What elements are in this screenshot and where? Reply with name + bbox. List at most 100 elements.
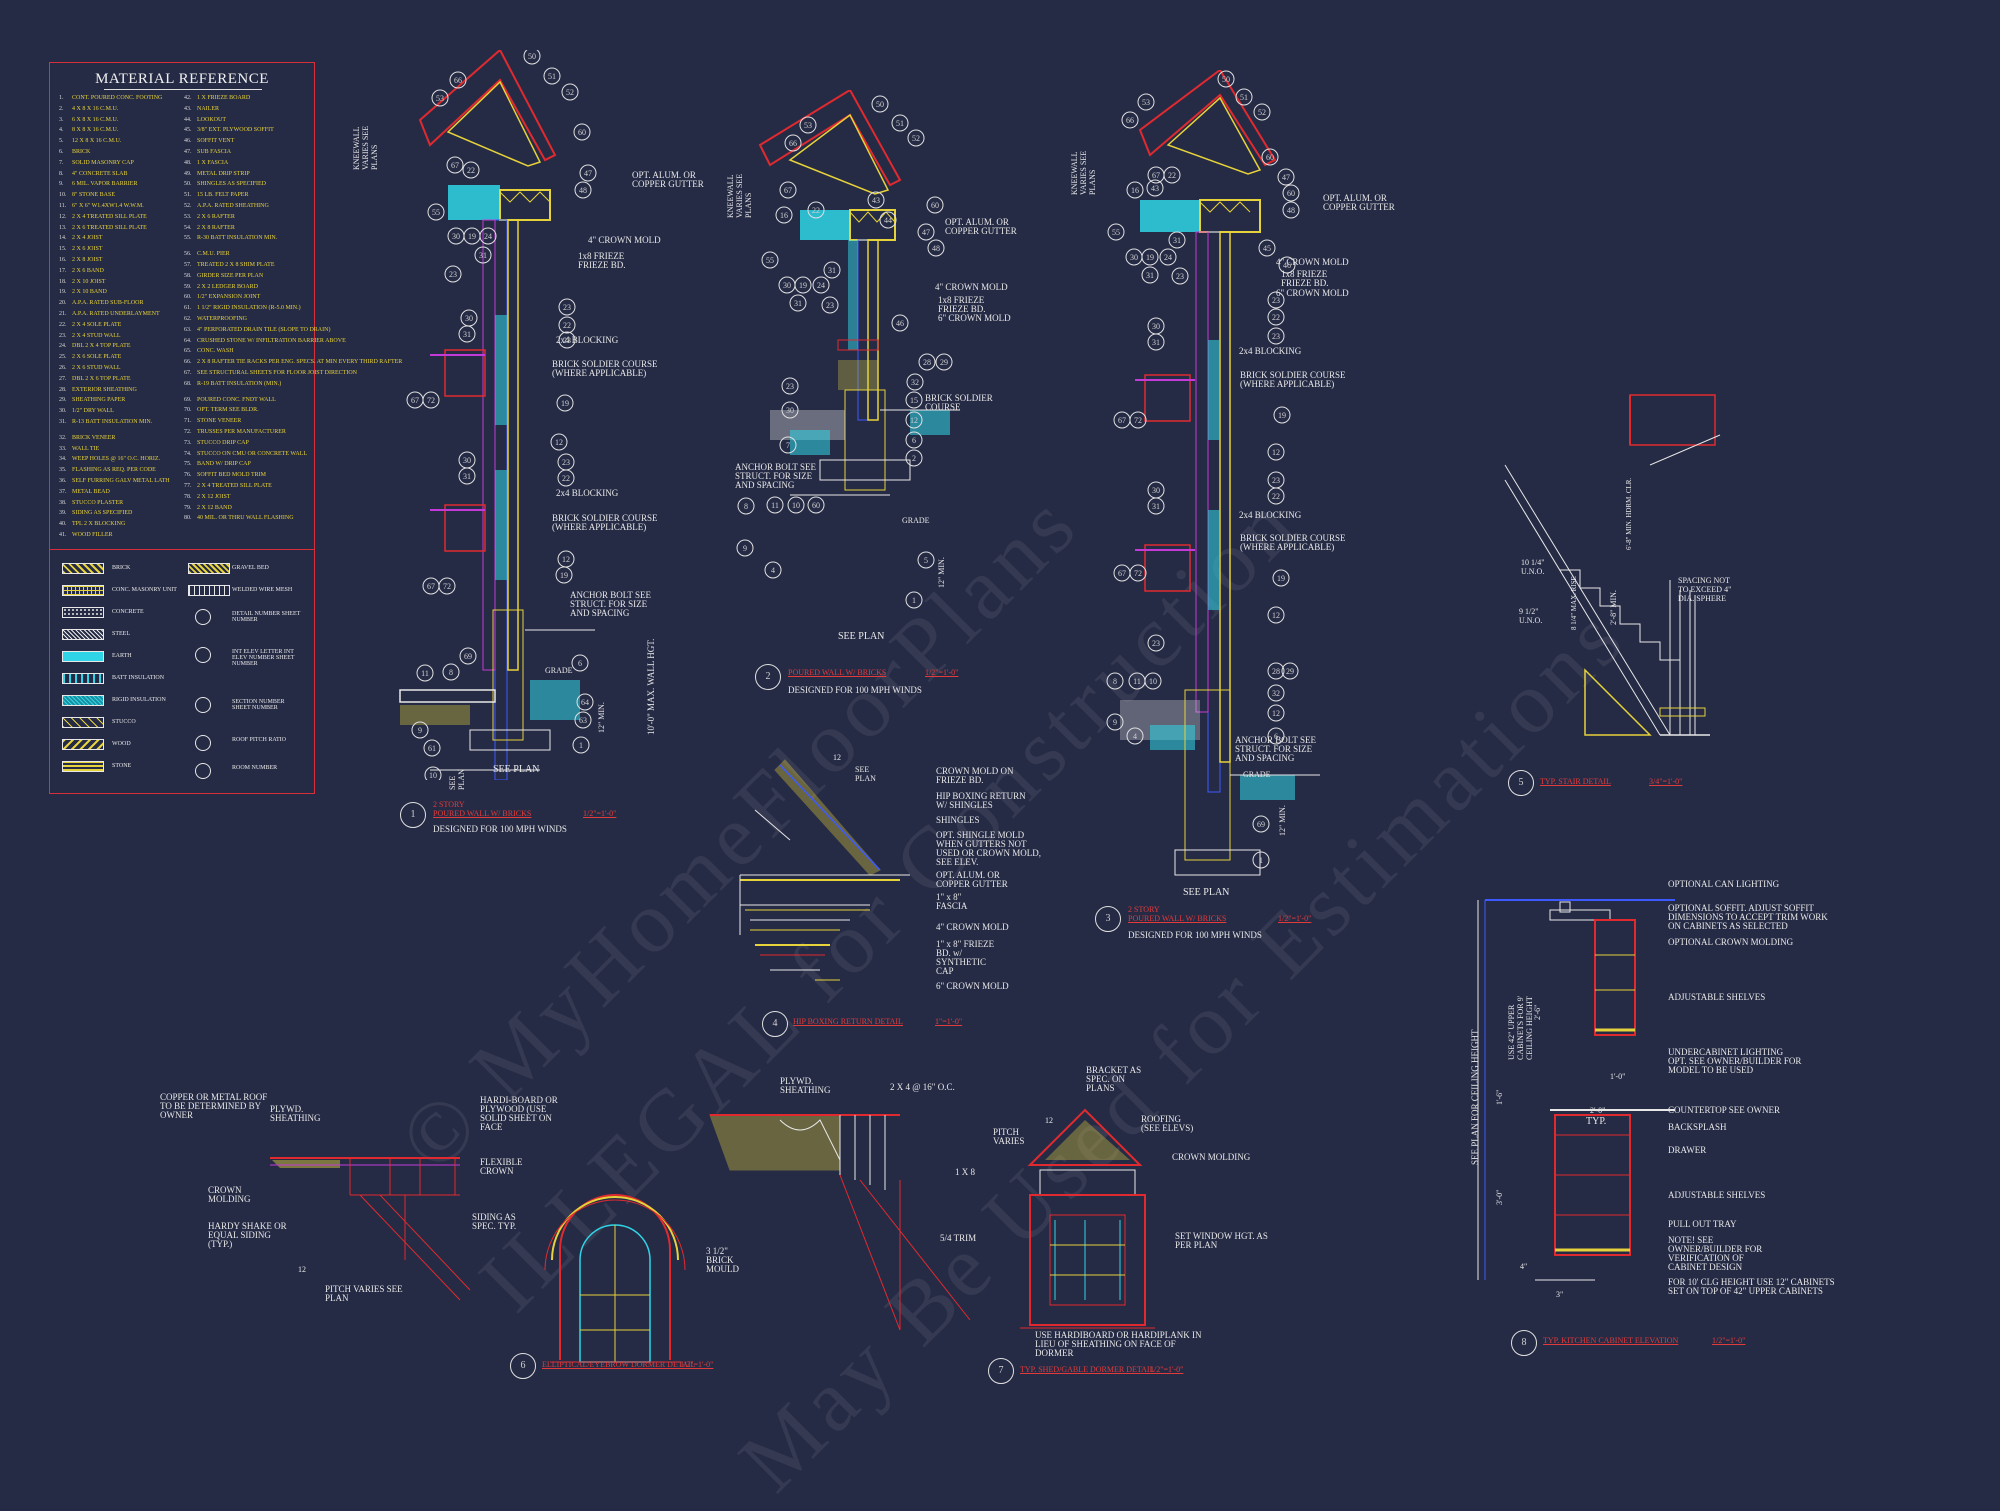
svg-text:23: 23 (1272, 296, 1280, 305)
d1-anchor-note: ANCHOR BOLT SEE STRUCT. FOR SIZE AND SPA… (570, 590, 652, 618)
svg-text:8: 8 (1113, 677, 1117, 686)
svg-text:23: 23 (826, 301, 834, 310)
d1-title-line2: POURED WALL W/ BRICKS (433, 809, 532, 818)
svg-text:6: 6 (912, 436, 916, 445)
d3-gutter-note: OPT. ALUM. OR COPPER GUTTER (1323, 193, 1395, 212)
svg-text:24: 24 (484, 232, 492, 241)
legend-label: EARTH (112, 653, 132, 659)
d3-crown-note: 4" CROWN MOLD (1276, 257, 1349, 267)
svg-text:31: 31 (828, 266, 836, 275)
svg-text:46: 46 (1283, 261, 1291, 270)
svg-text:64: 64 (581, 698, 589, 707)
material-item: 43.NAILER (184, 105, 219, 112)
svg-text:30: 30 (783, 281, 791, 290)
svg-text:8: 8 (449, 668, 453, 677)
detail-7-gable-dormer (709, 1108, 1155, 1331)
legend-symbol (188, 563, 230, 574)
material-item: 38.STUCCO PLASTER (59, 499, 124, 506)
svg-text:43: 43 (1151, 184, 1159, 193)
svg-text:31: 31 (1173, 236, 1181, 245)
svg-text:23: 23 (1176, 272, 1184, 281)
legend-label: GRAVEL BED (232, 565, 269, 571)
svg-text:19: 19 (1277, 574, 1285, 583)
d3-frieze-note: 1x8 FRIEZE FRIEZE BD. (1281, 269, 1329, 288)
material-item: 72.TRUSSES PER MANUFACTURER (184, 429, 286, 435)
svg-text:67: 67 (784, 186, 792, 195)
svg-text:12: 12 (1272, 611, 1280, 620)
d5-title: TYP. STAIR DETAIL (1540, 777, 1611, 786)
svg-text:9: 9 (1113, 718, 1117, 727)
d7-hardiboard-note: USE HARDIBOARD OR HARDIPLANK IN LIEU OF … (1035, 1330, 1202, 1358)
material-reference-panel: MATERIAL REFERENCE 1.CONT. POURED CONC. … (49, 62, 402, 794)
svg-text:30: 30 (1152, 486, 1160, 495)
legend-label: STUCCO (112, 719, 136, 725)
d8-dim26: 2'-6" (1533, 1004, 1542, 1020)
svg-text:47: 47 (922, 228, 930, 237)
svg-text:30: 30 (1130, 253, 1138, 262)
d1-gutter-note: OPT. ALUM. OR COPPER GUTTER (632, 170, 704, 189)
d6-pitch-note: PITCH VARIES SEE PLAN (325, 1284, 403, 1303)
material-item: 56.C.M.U. PIER (184, 251, 230, 258)
svg-text:61: 61 (428, 744, 436, 753)
legend-label: WELDED WIRE MESH (232, 587, 293, 593)
d7-1x8-note: 1 X 8 (955, 1167, 975, 1177)
d5-run-note: 9 1/2" U.N.O. (1519, 607, 1543, 625)
svg-text:53: 53 (436, 94, 444, 103)
d6-pitch12: 12 (298, 1265, 306, 1274)
d7-pitch12: 12 (1045, 1116, 1053, 1125)
svg-text:72: 72 (427, 396, 435, 405)
svg-text:5: 5 (924, 556, 928, 565)
d7-window-note: SET WINDOW HGT. AS PER PLAN (1175, 1231, 1268, 1250)
d4-seeplan-note: SEE PLAN (855, 765, 876, 783)
svg-text:43: 43 (872, 196, 880, 205)
d1-seeplan-vertical: SEE PLAN (448, 769, 466, 790)
material-item: 22.2 X 4 SOLE PLATE (59, 321, 122, 328)
material-item: 53.2 X 6 RAFTER (184, 213, 235, 220)
d4-fascia-note: 1" x 8" FASCIA (936, 892, 968, 911)
d2-kneewall-note: KNEEWALL VARIES SEE PLANS (726, 173, 753, 218)
svg-text:22: 22 (563, 321, 571, 330)
material-item: 52.A.P.A. RATED SHEATHING (184, 203, 269, 209)
svg-text:4: 4 (1133, 732, 1137, 741)
d2-anchor-note: ANCHOR BOLT SEE STRUCT. FOR SIZE AND SPA… (735, 462, 817, 490)
d8-soffit-note: OPTIONAL SOFFIT. ADJUST SOFFIT DIMENSION… (1668, 903, 1828, 931)
d8-scale: 1/2"=1'-0" (1712, 1336, 1746, 1345)
material-item: 11.6" X 6" W1.4XW1.4 W.W.M. (59, 203, 144, 209)
svg-text:31: 31 (463, 330, 471, 339)
d8-backsplash-note: BACKSPLASH (1668, 1122, 1727, 1132)
detail-8-kitchen-cabinet (1477, 899, 1675, 1281)
d1-seeplan-note: SEE PLAN (493, 764, 540, 775)
svg-text:23: 23 (449, 270, 457, 279)
material-item: 77.2 X 4 TREATED SILL PLATE (184, 483, 272, 489)
svg-text:28: 28 (923, 358, 931, 367)
material-item: 57.TREATED 2 X 8 SHIM PLATE (184, 262, 275, 268)
svg-text:47: 47 (1282, 173, 1290, 182)
svg-text:19: 19 (1278, 411, 1286, 420)
d6-scale: 1/2"=1'-0" (680, 1360, 714, 1369)
svg-text:1: 1 (579, 741, 583, 750)
legend-label: CONCRETE (112, 609, 144, 615)
d1-frieze-note: 1x8 FRIEZE FRIEZE BD. (578, 251, 626, 270)
material-item: 13.2 X 6 TREATED SILL PLATE (59, 224, 147, 231)
svg-text:46: 46 (896, 319, 904, 328)
svg-text:53: 53 (804, 121, 812, 130)
svg-text:72: 72 (1134, 416, 1142, 425)
svg-text:44: 44 (884, 216, 892, 225)
material-item: 63.4" PERFORATED DRAIN TILE (SLOPE TO DR… (184, 326, 331, 333)
svg-text:22: 22 (812, 206, 820, 215)
svg-text:52: 52 (566, 88, 574, 97)
material-item: 5.12 X 8 X 16 C.M.U. (59, 138, 122, 145)
svg-text:19: 19 (468, 232, 476, 241)
svg-text:29: 29 (940, 358, 948, 367)
legend-symbol (195, 735, 211, 751)
svg-text:12: 12 (1272, 709, 1280, 718)
material-item: 75.BAND W/ DRIP CAP (184, 461, 251, 468)
material-item: 67.SEE STRUCTURAL SHEETS FOR FLOOR JOIST… (184, 370, 358, 376)
svg-text:23: 23 (1152, 639, 1160, 648)
d4-pitch-12: 12 (833, 753, 841, 762)
d8-dim16: 1'-6" (1495, 1089, 1504, 1105)
d5-rise-note: 10 1/4" U.N.O. (1521, 558, 1545, 576)
title-underline (104, 89, 262, 90)
